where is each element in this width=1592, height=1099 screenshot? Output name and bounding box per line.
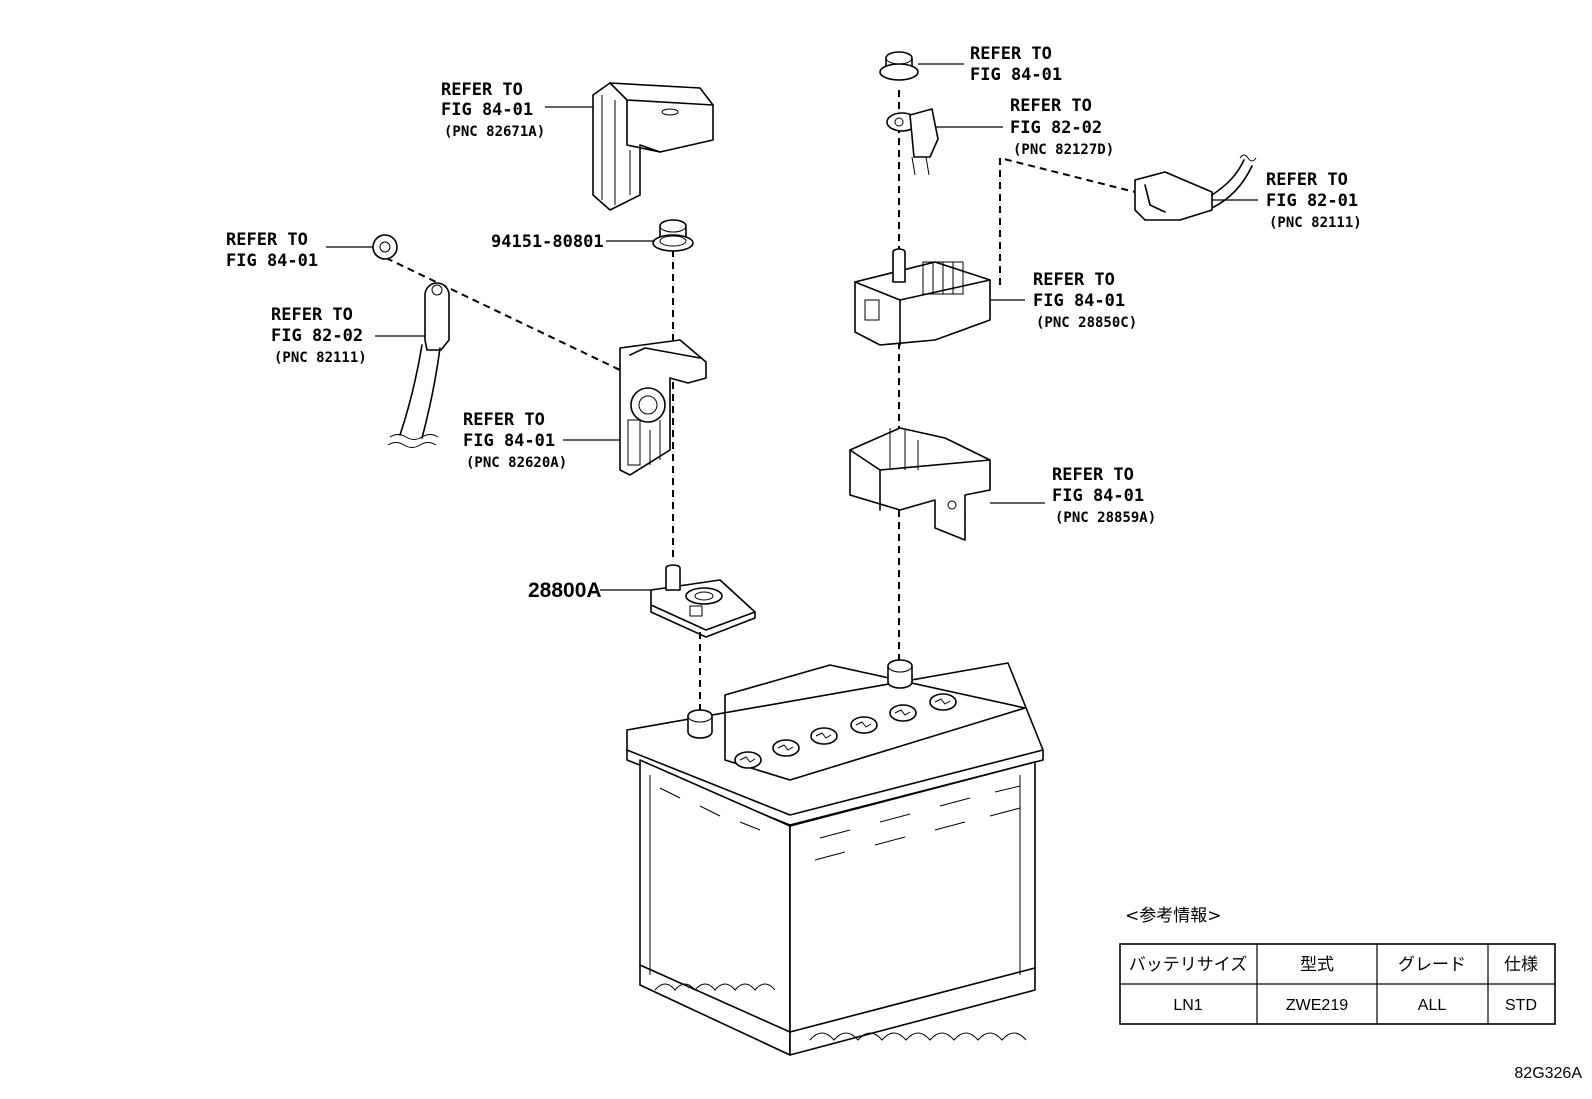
callout-nut-top-right: REFER TO FIG 84-01	[970, 44, 1062, 85]
callout-line2: FIG 84-01	[1052, 486, 1144, 506]
table-cell-battery-size: LN1	[1173, 997, 1202, 1014]
callout-connector-right: REFER TO FIG 82-01 (PNC 82111)	[1266, 170, 1362, 231]
bracket-28859A	[849, 427, 991, 541]
nut-top-right	[879, 51, 919, 81]
callout-line1: REFER TO	[1010, 96, 1092, 116]
callout-line1: REFER TO	[271, 305, 353, 325]
callout-line2: FIG 84-01	[226, 251, 318, 271]
callout-line2: FIG 82-01	[1266, 191, 1358, 211]
callout-pnc: (PNC 82620A)	[466, 455, 567, 471]
battery	[626, 659, 1044, 1056]
connector-82111-right	[1134, 154, 1257, 221]
part-number-terminal: 28800A	[528, 579, 602, 602]
callout-pnc: (PNC 82127D)	[1013, 142, 1114, 158]
callout-bracket: REFER TO FIG 84-01 (PNC 28859A)	[1052, 465, 1156, 526]
reference-info-table: <参考情報> バッテリサイズ 型式 グレード 仕様 LN1 ZWE219 ALL…	[1119, 906, 1556, 1025]
callout-line2: FIG 84-01	[463, 431, 555, 451]
callout-line1: REFER TO	[226, 230, 308, 250]
callout-pnc: (PNC 28850C)	[1036, 315, 1137, 331]
callout-cable-left: REFER TO FIG 82-02 (PNC 82111)	[271, 305, 367, 366]
bolt-94151-80801	[652, 219, 694, 252]
callout-fuse-block: REFER TO FIG 84-01 (PNC 28850C)	[1033, 270, 1137, 331]
reference-table-title: <参考情報>	[1125, 906, 1222, 926]
callout-pnc: (PNC 82111)	[1269, 215, 1362, 231]
table-header-battery-size: バッテリサイズ	[1129, 955, 1248, 975]
callout-line2: FIG 84-01	[970, 65, 1062, 85]
callout-line1: REFER TO	[970, 44, 1052, 64]
callout-line1: REFER TO	[441, 80, 523, 100]
callout-line1: REFER TO	[463, 410, 545, 430]
callout-clamp: REFER TO FIG 84-01 (PNC 82620A)	[463, 410, 567, 471]
table-header-spec: 仕様	[1504, 955, 1538, 975]
table-cell-spec: STD	[1505, 997, 1537, 1014]
fuse-block-28850C	[854, 248, 991, 346]
callout-pnc: (PNC 28859A)	[1055, 510, 1156, 526]
battery-terminal-28800A	[650, 564, 756, 638]
callout-line2: FIG 84-01	[1033, 291, 1125, 311]
callout-line1: REFER TO	[1052, 465, 1134, 485]
table-cell-model: ZWE219	[1286, 997, 1348, 1014]
assembly-dashed-lines	[385, 90, 1136, 715]
callout-line1: REFER TO	[1266, 170, 1348, 190]
clamp-82620A	[619, 339, 707, 476]
callout-line2: FIG 82-02	[1010, 118, 1102, 138]
part-number-bolt: 94151-80801	[491, 232, 604, 252]
callout-line1: REFER TO	[1033, 270, 1115, 290]
table-cell-grade: ALL	[1418, 997, 1447, 1014]
callout-line2: FIG 82-02	[271, 326, 363, 346]
figure-code: 82G326A	[1514, 1065, 1582, 1082]
callout-connector-82671A: REFER TO FIG 84-01 (PNC 82671A)	[441, 80, 545, 140]
callout-cable-82127D: REFER TO FIG 82-02 (PNC 82127D)	[1010, 96, 1114, 158]
callout-line2: FIG 84-01	[441, 100, 533, 120]
connector-82671A	[592, 82, 714, 211]
battery-ribs	[654, 785, 1027, 1041]
nut-left	[372, 234, 398, 260]
cable-82127D	[886, 108, 939, 176]
battery-terminal-posts	[687, 659, 913, 739]
callout-nut-left: REFER TO FIG 84-01	[226, 230, 318, 271]
table-header-model: 型式	[1300, 955, 1334, 975]
cable-left-82111	[387, 282, 450, 448]
callout-bolt: 94151-80801	[491, 232, 604, 252]
leader-lines	[326, 63, 1258, 591]
callout-terminal: 28800A	[528, 579, 602, 602]
callout-pnc: (PNC 82671A)	[444, 124, 545, 140]
vent-caps	[734, 693, 957, 769]
callout-pnc: (PNC 82111)	[274, 350, 367, 366]
table-header-grade: グレード	[1398, 955, 1466, 975]
